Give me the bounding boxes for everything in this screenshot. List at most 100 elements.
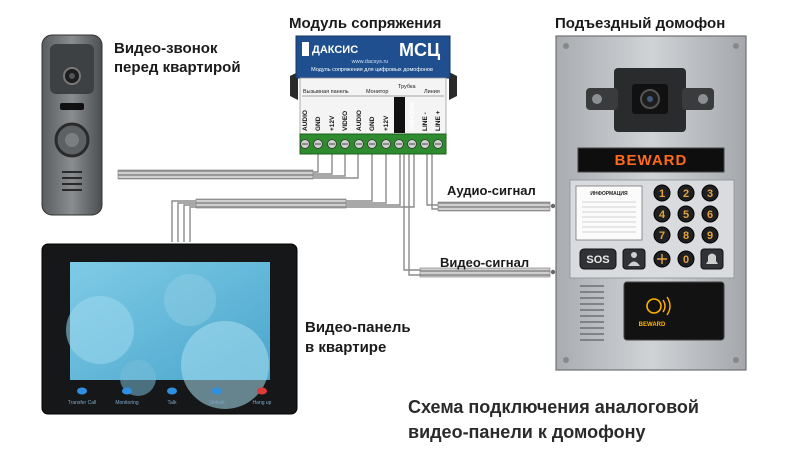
keypad-key[interactable]: 0 [677,250,695,268]
terminal-screw[interactable] [340,139,350,149]
terminal-screw[interactable] [433,139,443,149]
keypad-key[interactable] [653,250,671,268]
panel-button[interactable]: Unlock [209,387,225,407]
terminal-screw[interactable] [313,139,323,149]
keypad-key[interactable]: 1 [653,184,671,202]
intercom-title: Подъездный домофон [555,15,726,32]
panel-button[interactable]: Transfer Call [68,387,96,407]
doorbell-speaker-grille [62,171,82,191]
wires [117,152,556,278]
panel-button[interactable]: Monitoring [115,387,139,407]
sos-button[interactable]: SOS [579,248,617,270]
terminal-label: +12V [383,115,390,131]
panel-cable [171,152,415,242]
keypad-key-label: 4 [659,209,666,221]
group-trubka: Трубка [398,84,417,90]
keypad-key[interactable]: 8 [677,226,695,244]
intercom-display-text: BEWARD [615,152,688,169]
hang-up-icon [257,387,267,395]
caption-line2: видео-панели к домофону [408,422,646,442]
terminal-screws [300,139,443,149]
terminal-label: GND [369,116,376,131]
keypad-key-label: 3 [707,188,713,200]
terminal-label: LINE + [435,110,442,131]
keypad-key-label: 7 [659,230,665,242]
group-call-panel: Вызывная панель [303,89,349,95]
terminal-screw[interactable] [420,139,430,149]
key-icon [657,254,667,264]
video-signal-cable [403,152,556,278]
intercom-card-reader[interactable]: BEWARD [623,281,725,341]
caption-line1: Схема подключения аналоговой [408,397,699,417]
keypad-key[interactable]: 6 [701,205,719,223]
panel-button-label: Unlock [209,400,225,406]
intercom-info-plate [575,185,643,241]
keypad-key[interactable]: 9 [701,226,719,244]
keypad-key[interactable]: 7 [653,226,671,244]
talk-icon [167,387,177,395]
audio-signal-label: Аудио-сигнал [447,183,536,198]
keypad-key[interactable]: 2 [677,184,695,202]
keypad-key-label: 0 [683,254,689,266]
terminal-screw[interactable] [300,139,310,149]
intercom-speaker-grille [580,285,604,341]
terminal-screw[interactable] [367,139,377,149]
keypad-key-label: 1 [659,188,665,200]
transfer-icon [77,387,87,395]
terminal-screw[interactable] [407,139,417,149]
doorbell-label-line2: перед квартирой [114,59,241,76]
sos-label: SOS [586,254,609,266]
intercom-display [577,147,725,173]
video-signal-label: Видео-сигнал [440,255,530,270]
terminal-screw[interactable] [327,139,337,149]
panel-button-label: Hang up [253,400,272,406]
terminal-label: +12V [329,115,336,131]
keypad-key-label: 6 [707,209,713,221]
terminal-screw[interactable] [354,139,364,149]
terminal-label: AUDIO [356,110,363,131]
doorbell-cable [117,152,359,180]
person-icon [628,252,640,266]
terminal-label: LINE - [422,112,429,131]
audio-signal-cable [426,152,556,212]
terminal-screw[interactable] [394,139,404,149]
panel-label-line1: Видео-панель [305,319,411,336]
keypad-key-label: 5 [683,209,689,221]
video-doorbell [41,34,103,216]
module-brand: ДАКСИС [312,44,358,56]
bell-button[interactable] [700,248,724,270]
panel-button[interactable]: Talk [167,387,177,407]
terminal-screw[interactable] [381,139,391,149]
group-monitor: Монитор [366,89,388,95]
doorbell-label-line1: Видео-звонок [114,40,218,57]
bell-icon [706,253,718,264]
unlock-icon [212,387,222,395]
intercom-camera-icon [586,68,714,132]
rfid-icon [646,298,662,314]
group-line: Линия [424,89,440,95]
terminal-label: VIDEO [396,111,403,131]
keypad-key-label: 8 [683,230,689,242]
panel-button[interactable]: Hang up [253,387,272,407]
reader-brand: BEWARD [639,322,666,328]
module-site: www.dacsys.ru [351,59,389,65]
module-model: МСЦ [399,40,441,60]
panel-label-line2: в квартире [305,339,387,356]
panel-button-label: Monitoring [115,400,139,406]
person-button[interactable] [622,248,646,270]
module-subtitle: Модуль сопряжения для цифровых домофонов [311,67,433,73]
terminal-label: VIDEO [342,111,349,131]
module-group-labels: Вызывная панель Монитор Трубка Линия [303,84,440,95]
keypad-key[interactable]: 5 [677,205,695,223]
keypad-key[interactable]: 4 [653,205,671,223]
interface-module: ДАКСИС МСЦ www.dacsys.ru Модуль сопряжен… [290,35,457,155]
keypad-key-label: 2 [683,188,689,200]
panel-button-label: Transfer Call [68,400,96,406]
keypad-key[interactable]: 3 [701,184,719,202]
